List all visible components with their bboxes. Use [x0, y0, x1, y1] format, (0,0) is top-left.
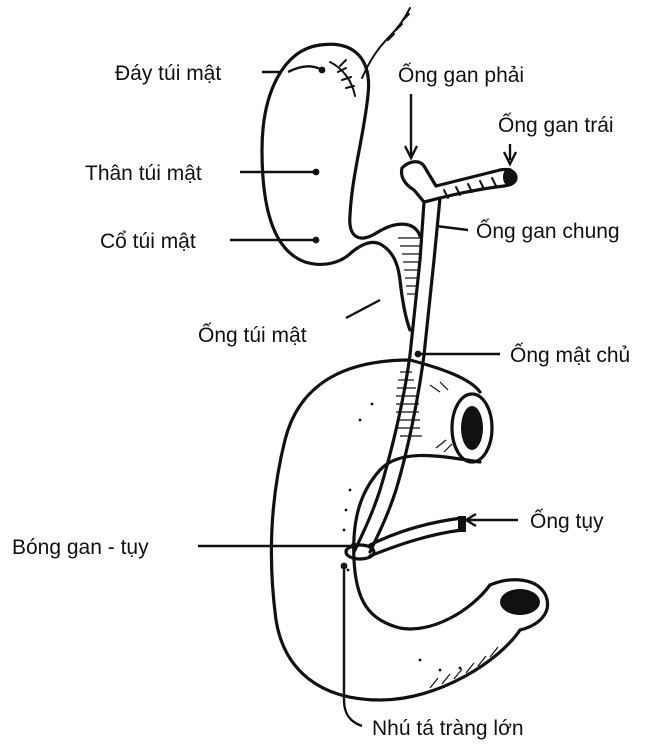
label-bong-gan-tuy: Bóng gan - tụy	[12, 536, 149, 559]
label-co-tui-mat: Cổ túi mật	[100, 230, 196, 253]
label-ong-tuy: Ống tụy	[530, 509, 604, 533]
label-than-tui-mat: Thân túi mật	[85, 162, 202, 185]
label-ong-gan-trai: Ống gan trái	[498, 113, 614, 137]
label-ong-gan-chung: Ống gan chung	[476, 219, 620, 243]
hepatic-ducts	[398, 162, 516, 355]
label-ong-gan-phai: Ống gan phải	[398, 63, 524, 87]
label-ong-tui-mat: Ống túi mật	[198, 323, 307, 347]
label-ong-mat-chu: Ống mật chủ	[510, 343, 630, 367]
label-day-tui-mat: Đáy túi mật	[115, 62, 221, 85]
label-nhu-ta-trang-lon: Nhú tá tràng lớn	[372, 717, 524, 740]
